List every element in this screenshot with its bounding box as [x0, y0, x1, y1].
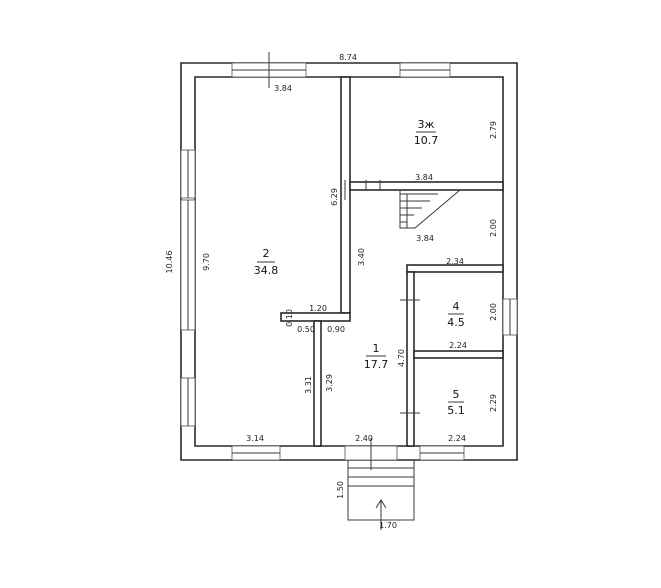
room-4-number: 4 — [453, 300, 460, 313]
dim-opening-left: 0.50 — [297, 325, 315, 334]
room-1-number: 1 — [373, 342, 380, 355]
dim-wc-width-top: 2.34 — [446, 257, 464, 266]
dim-wall-offset: 1.20 — [309, 304, 327, 313]
dim-room2-width-top: 3.84 — [274, 84, 292, 93]
dim-opening-right: 0.90 — [327, 325, 345, 334]
dim-hall-width-bottom: 2.40 — [355, 434, 373, 443]
room-1-area: 17.7 — [364, 358, 389, 371]
dim-room5-height: 2.29 — [489, 394, 498, 412]
room-2-area: 34.8 — [254, 264, 279, 277]
door-marks — [344, 180, 420, 414]
dim-partition-height: 6.29 — [330, 188, 339, 206]
dim-room3-height: 2.79 — [489, 121, 498, 139]
dim-total-width: 8.74 — [339, 53, 357, 62]
dim-left-lower-height: 3.31 — [304, 376, 313, 394]
dimension-labels: 8.74 10.46 3.84 9.70 3.14 2.79 3.84 6.29… — [165, 53, 498, 530]
dim-stair-height: 2.00 — [489, 219, 498, 237]
dim-room5-width: 2.24 — [448, 434, 466, 443]
dim-porch-depth: 1.50 — [336, 481, 345, 499]
dim-wall-thickness: 0.10 — [285, 309, 294, 327]
dim-stair-width: 3.84 — [416, 234, 434, 243]
stairs — [399, 189, 461, 229]
porch-steps — [347, 460, 415, 530]
windows — [180, 52, 518, 470]
dim-total-height: 10.46 — [165, 251, 174, 274]
room-4-area: 4.5 — [447, 316, 465, 329]
dim-room2-width-bottom: 3.14 — [246, 434, 264, 443]
dim-room2-height: 9.70 — [202, 253, 211, 271]
dim-hall-height: 4.70 — [397, 349, 406, 367]
dim-hall-lower-height: 3.29 — [325, 374, 334, 392]
room-5-number: 5 — [453, 388, 460, 401]
room-labels: 2 34.8 3ж 10.7 1 17.7 4 4.5 5 5.1 — [254, 118, 465, 417]
dim-porch-width: 1.70 — [379, 521, 397, 530]
room-3-area: 10.7 — [414, 134, 439, 147]
room-2-number: 2 — [263, 247, 270, 260]
dim-room4-width: 2.24 — [449, 341, 467, 350]
room-3-number: 3ж — [418, 118, 435, 131]
interior-walls — [280, 76, 504, 447]
dim-hall-upper-height: 3.40 — [357, 248, 366, 266]
dim-room3-width-bottom: 3.84 — [415, 173, 433, 182]
dim-room4-height: 2.00 — [489, 303, 498, 321]
room-5-area: 5.1 — [447, 404, 465, 417]
